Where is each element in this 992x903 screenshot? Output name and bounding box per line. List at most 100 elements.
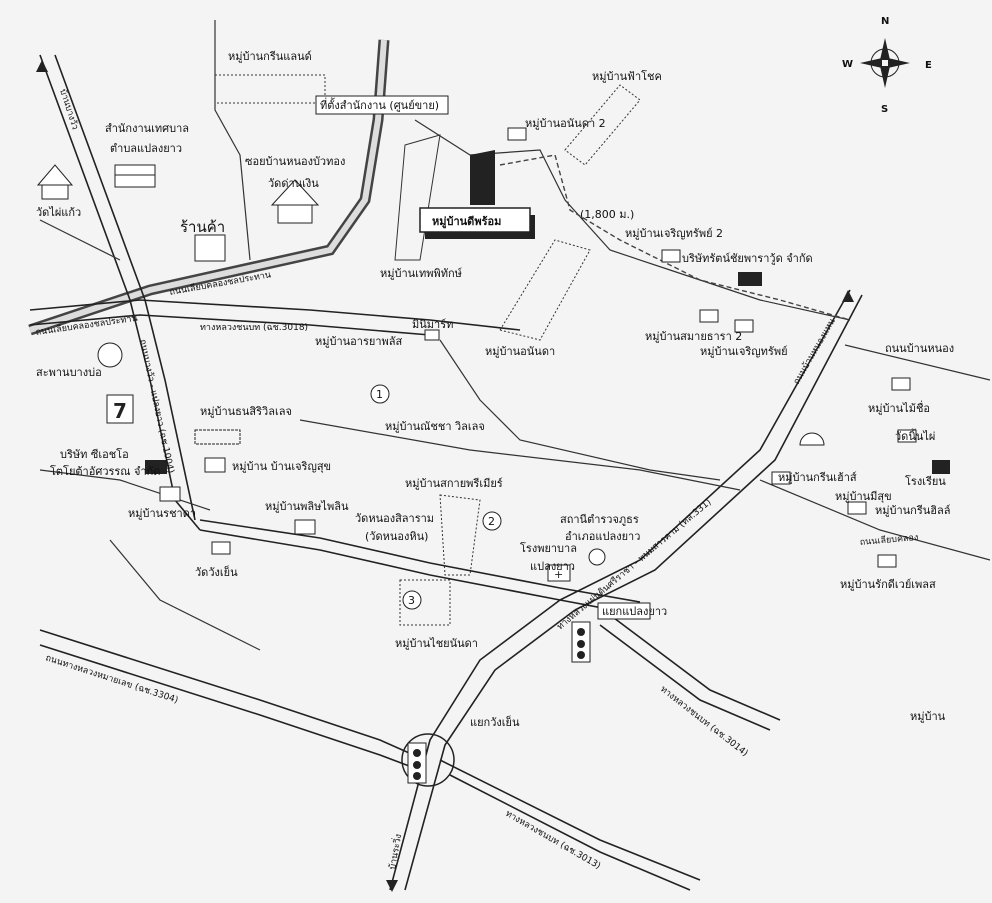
label-school-1: วัดหนองสิลาราม: [355, 512, 434, 525]
label-village-banchaoensuk: หมู่บ้าน บ้านเจริญสุข: [232, 460, 331, 473]
house-icon: [734, 319, 754, 333]
label-junction-wangyen: แยกวังเย็น: [470, 715, 520, 729]
label-wat-ninpai: วัดนิ้นไผ่: [895, 428, 935, 443]
label-junction-plaengyao: แยกแปลงยาว: [602, 605, 667, 618]
road-left-vertical-b: [54, 54, 196, 521]
house-icon: [847, 501, 867, 515]
label-village-nanthana2: หมู่บ้านอนันดา 2: [525, 117, 606, 130]
building-icon: [114, 164, 156, 188]
road-south-b: [404, 609, 576, 891]
label-distance: (1,800 ม.): [580, 208, 634, 221]
road-3018-a: [29, 299, 521, 331]
road-331-east-a: [559, 289, 851, 601]
label-company-1: บริษัทรัตน์ชัยพาราวู้ด จำกัด: [682, 252, 813, 265]
house-icon: [771, 471, 791, 485]
marker-1: 1: [370, 384, 390, 404]
shop-icon: [424, 329, 440, 341]
block-fortune: [564, 84, 641, 166]
label-village-rakdee: หมู่บ้านรักดีเวย์เพลส: [840, 578, 936, 591]
traffic-light-icon: [407, 742, 427, 784]
marker-2-label: 2: [488, 515, 495, 528]
temple-icon: [211, 541, 231, 555]
road-greenland: [214, 20, 251, 261]
label-company-2-line2: โตโยต้าอัศวรรณ จำกัด: [50, 464, 160, 478]
block-greenland: [214, 74, 326, 104]
marker-2: 2: [482, 511, 502, 531]
label-company-2-line1: บริษัท ซีเอชโอ: [60, 447, 129, 461]
arrow-up-icon: [842, 290, 854, 302]
label-shop: ร้านค้า: [180, 218, 225, 236]
label-village-maisook: หมู่บ้านไม้ชื่อ: [868, 400, 930, 415]
house-icon: [294, 519, 316, 535]
compass-east: E: [925, 60, 932, 71]
road-left-vertical-a: [39, 54, 201, 531]
label-road-right-top: ถนนบ้านหนอง: [885, 342, 954, 355]
label-village-thepphithak: หมู่บ้านเทพพิทักษ์: [380, 267, 462, 280]
house-icon: [507, 127, 527, 141]
police-icon: [588, 548, 606, 566]
label-wat-phaikaew: วัดไผ่แก้ว: [36, 206, 81, 219]
label-featured-village: หมู่บ้านดีพร้อม: [432, 215, 501, 229]
shell-icon: [799, 432, 825, 446]
road-3014-a: [599, 624, 771, 731]
label-village-phaliphan: หมู่บ้านพลิษไพลิน: [265, 500, 349, 513]
label-police-2: อำเภอแปลงยาว: [565, 530, 640, 543]
label-village-fortune: หมู่บ้านฟ้าโชค: [592, 69, 662, 83]
roundabout: [401, 733, 455, 787]
sales-office-box: [315, 95, 449, 115]
road-331-east-b: [574, 294, 863, 611]
label-village-charoensap2: หมู่บ้านเจริญทรัพย์ 2: [625, 227, 723, 240]
monument-icon: [97, 342, 123, 368]
label-village-nanthana: หมู่บ้านอนันดา: [485, 345, 555, 358]
label-village-thanasiri: หมู่บ้านธนสิริวิลเลจ: [200, 405, 292, 418]
house-icon: [877, 554, 897, 568]
arrow-up-icon: [36, 60, 48, 72]
seven-eleven-icon: 7: [106, 394, 134, 424]
building-icon: [145, 460, 167, 474]
label-village-greenland: หมู่บ้านกรีนแลนด์: [228, 50, 312, 63]
label-wat-wangyen: วัดวังเย็น: [195, 565, 238, 579]
label-village-charoensap: หมู่บ้านเจริญทรัพย์: [700, 345, 788, 358]
label-hospital-1: โรงพยาบาล: [520, 541, 577, 555]
factory-icon: [738, 272, 762, 286]
compass-west: W: [842, 59, 853, 70]
route-dashed: [499, 154, 851, 321]
label-village-meesuk: หมู่บ้านมีสุข: [835, 490, 892, 503]
block-chaiyada: [399, 579, 451, 626]
school-icon: [932, 460, 950, 474]
label-road-canal-right: ถนนเลียบคลอง: [859, 532, 918, 548]
house-icon: [661, 249, 681, 263]
road-south-a: [389, 599, 561, 891]
road-right-mid: [759, 479, 991, 561]
label-village-samaithara2: หมู่บ้านสมายธารา 2: [645, 330, 742, 343]
house-icon: [159, 486, 181, 502]
label-wat-dannangoen: วัดด่านเงิน: [268, 177, 319, 190]
block-thepphithak: [394, 134, 441, 261]
label-village-right-edge: หมู่บ้าน: [910, 710, 946, 723]
road-wangyen: [109, 539, 261, 651]
house-icon: [897, 429, 917, 443]
marker-3-label: 3: [408, 594, 415, 607]
house-icon: [891, 377, 911, 391]
hospital-icon: +: [547, 564, 571, 582]
label-school-2: (วัดหนองหิน): [365, 530, 428, 543]
label-hospital-2: แปลงยาว: [530, 560, 575, 573]
svg-text:7: 7: [113, 399, 127, 423]
label-village-rachada: หมู่บ้านรชาดา: [128, 507, 196, 520]
label-district-office-2: ตำบลแปลงยาว: [110, 142, 182, 155]
marker-3: 3: [402, 590, 422, 610]
block-featured: [419, 207, 531, 233]
svg-text:+: +: [554, 568, 563, 581]
label-district-office-1: สำนักงานเทศบาล: [105, 122, 189, 135]
label-school-right: โรงเรียน: [905, 474, 946, 488]
label-sales-office: ที่ตั้งสำนักงาน (ศูนย์ขาย): [320, 97, 439, 112]
arrow-down-icon: [386, 880, 398, 892]
junction-plaengyao-box: [597, 602, 651, 620]
road-3304-a: [39, 629, 426, 761]
traffic-light-icon: [571, 621, 591, 663]
compass-north: N: [881, 16, 889, 27]
label-soi-nongbuathong: ซอยบ้านหนองบัวทอง: [245, 155, 345, 168]
road-aray: [439, 339, 721, 481]
